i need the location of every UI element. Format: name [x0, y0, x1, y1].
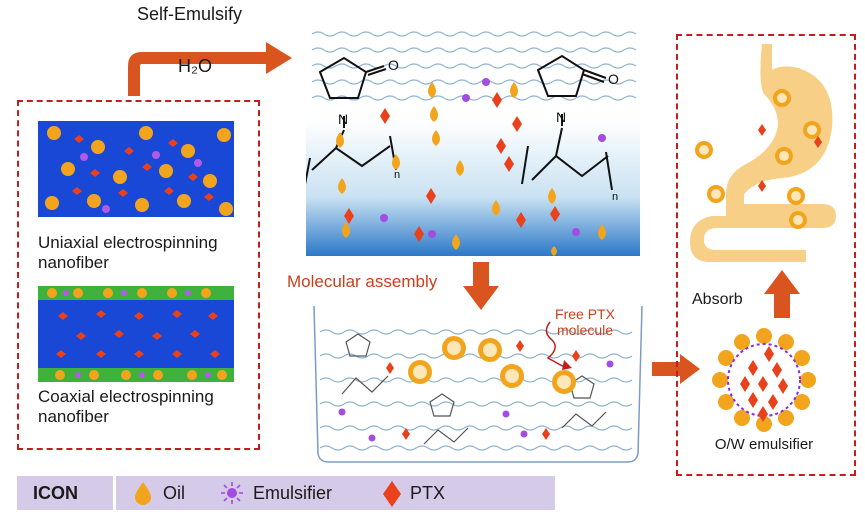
self-emulsify-label: Self-Emulsify — [137, 4, 243, 24]
legend-title: ICON — [33, 483, 78, 503]
free-ptx-label: Free PTX molecule — [555, 306, 615, 338]
absorption-panel — [676, 34, 856, 476]
uniaxial-label: Uniaxial electrospinning nanofiber — [38, 233, 218, 272]
legend-oil-label: Oil — [163, 483, 185, 503]
absorb-up-arrow — [764, 270, 800, 318]
coaxial-nanofiber-image — [38, 286, 234, 382]
legend-ptx-label: PTX — [410, 483, 446, 503]
oil-droplet-icon — [135, 482, 151, 505]
molecular-assembly-label: Molecular assembly — [287, 272, 438, 291]
ptx-diamond-icon — [383, 481, 401, 507]
stomach-intestine-image — [690, 44, 836, 262]
right-polymer-o: O — [608, 71, 619, 87]
left-polymer-o: O — [388, 57, 399, 73]
emulsion-vessel-image — [310, 304, 646, 468]
left-polymer-sub: n — [394, 169, 400, 181]
water-label: H₂O — [178, 56, 212, 76]
legend-divider — [113, 476, 116, 510]
ow-emulsifier-particle — [712, 328, 816, 432]
polymer-solution-image: N O n N O n — [303, 20, 640, 256]
coaxial-label: Coaxial electrospinning nanofiber — [38, 387, 214, 426]
assembly-down-arrow — [463, 262, 499, 310]
emulsifier-molecule-icon — [221, 482, 243, 504]
right-polymer-n: N — [556, 109, 566, 125]
right-polymer-sub: n — [612, 191, 618, 203]
left-polymer-n: N — [338, 111, 348, 127]
uniaxial-nanofiber-image — [38, 121, 234, 217]
nanofiber-panel — [17, 100, 260, 450]
legend-emulsifier-label: Emulsifier — [253, 483, 333, 503]
absorb-label: Absorb — [692, 291, 743, 308]
icon-legend: ICON Oil Emulsifier PTX — [17, 476, 555, 510]
ow-emulsifier-label: O/W emulsifier — [714, 436, 814, 453]
self-emulsify-arrow — [128, 42, 292, 96]
